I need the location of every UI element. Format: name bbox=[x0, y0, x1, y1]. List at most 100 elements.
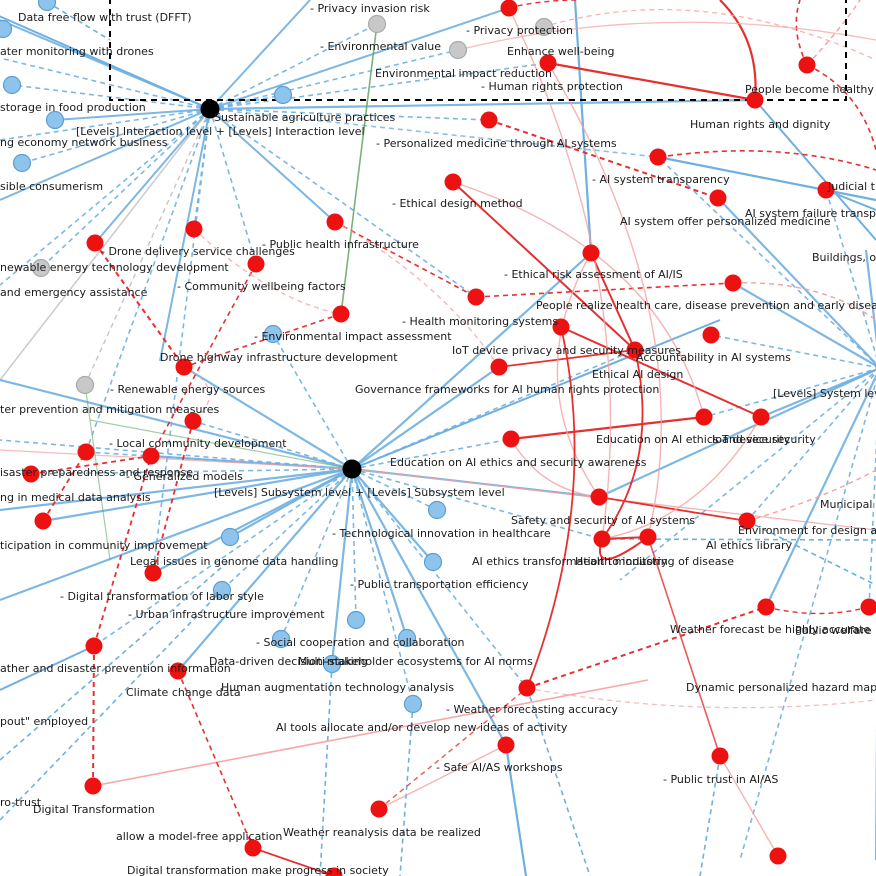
red-node[interactable] bbox=[518, 679, 536, 697]
node-label: - Urban infrastructure improvement bbox=[128, 608, 325, 621]
edge bbox=[510, 415, 705, 441]
edge bbox=[84, 108, 211, 386]
red-node[interactable] bbox=[502, 430, 520, 448]
red-node[interactable] bbox=[552, 318, 570, 336]
red-node[interactable] bbox=[752, 408, 770, 426]
edge bbox=[732, 282, 876, 367]
red-node[interactable] bbox=[142, 447, 160, 465]
red-node[interactable] bbox=[185, 220, 203, 238]
red-node[interactable] bbox=[244, 839, 262, 857]
red-node[interactable] bbox=[332, 305, 350, 323]
red-node[interactable] bbox=[22, 465, 40, 483]
red-node[interactable] bbox=[86, 234, 104, 252]
blue-node[interactable] bbox=[2, 75, 22, 95]
red-node[interactable] bbox=[467, 288, 485, 306]
red-node[interactable] bbox=[746, 91, 764, 109]
edge bbox=[350, 468, 409, 639]
red-node[interactable] bbox=[444, 173, 462, 191]
blue-node[interactable] bbox=[212, 580, 232, 600]
edge bbox=[209, 7, 510, 110]
edge bbox=[795, 0, 808, 66]
edge bbox=[209, 62, 549, 110]
blue-node[interactable] bbox=[403, 694, 423, 714]
red-node[interactable] bbox=[817, 181, 835, 199]
red-node[interactable] bbox=[702, 326, 720, 344]
edge bbox=[209, 108, 490, 121]
gray-node[interactable] bbox=[367, 14, 387, 34]
red-node[interactable] bbox=[798, 56, 816, 74]
edge bbox=[746, 520, 876, 586]
edge bbox=[526, 606, 767, 689]
gray-node[interactable] bbox=[31, 258, 51, 278]
red-node[interactable] bbox=[582, 244, 600, 262]
red-node[interactable] bbox=[184, 412, 202, 430]
red-node[interactable] bbox=[500, 0, 518, 17]
gray-node[interactable] bbox=[448, 40, 468, 60]
red-node[interactable] bbox=[247, 255, 265, 273]
node-label: - Human rights protection bbox=[481, 80, 623, 93]
red-node[interactable] bbox=[757, 598, 775, 616]
red-node[interactable] bbox=[649, 148, 667, 166]
node-label: - Privacy invasion risk bbox=[310, 2, 430, 15]
edge bbox=[598, 368, 876, 498]
blue-node[interactable] bbox=[423, 552, 443, 572]
red-node[interactable] bbox=[639, 528, 657, 546]
blue-node[interactable] bbox=[427, 500, 447, 520]
edge bbox=[868, 437, 876, 608]
node-label: - AI system transparency bbox=[592, 173, 730, 186]
red-node[interactable] bbox=[695, 408, 713, 426]
blue-node[interactable] bbox=[220, 527, 240, 547]
hub-node[interactable] bbox=[200, 99, 220, 119]
red-node[interactable] bbox=[490, 358, 508, 376]
red-node[interactable] bbox=[593, 530, 611, 548]
blue-node[interactable] bbox=[12, 153, 32, 173]
red-node[interactable] bbox=[85, 637, 103, 655]
blue-node[interactable] bbox=[273, 85, 293, 105]
edge bbox=[193, 228, 342, 315]
red-node[interactable] bbox=[724, 274, 742, 292]
node-label: Sustainable agriculture practices bbox=[214, 111, 395, 124]
edge bbox=[746, 469, 876, 522]
edge bbox=[30, 455, 152, 475]
red-node[interactable] bbox=[175, 358, 193, 376]
edge bbox=[526, 687, 591, 876]
red-node[interactable] bbox=[325, 867, 343, 876]
gray-node[interactable] bbox=[75, 375, 95, 395]
red-node[interactable] bbox=[169, 662, 187, 680]
blue-node[interactable] bbox=[397, 628, 417, 648]
node-label: Enhance well-being bbox=[507, 45, 615, 58]
red-node[interactable] bbox=[497, 736, 515, 754]
red-node[interactable] bbox=[769, 847, 787, 865]
node-label: Health monitoring of disease bbox=[575, 555, 734, 568]
edge bbox=[508, 7, 612, 540]
red-node[interactable] bbox=[590, 488, 608, 506]
red-node[interactable] bbox=[370, 800, 388, 818]
edge bbox=[159, 108, 211, 362]
red-node[interactable] bbox=[711, 747, 729, 765]
red-node[interactable] bbox=[626, 341, 644, 359]
blue-node[interactable] bbox=[322, 654, 342, 674]
blue-node[interactable] bbox=[45, 110, 65, 130]
red-node[interactable] bbox=[77, 443, 95, 461]
edge bbox=[510, 438, 600, 498]
blue-node[interactable] bbox=[346, 610, 366, 630]
red-node[interactable] bbox=[144, 564, 162, 582]
blue-node[interactable] bbox=[263, 324, 283, 344]
red-node[interactable] bbox=[860, 598, 876, 616]
node-label: AI ethics library bbox=[706, 539, 793, 552]
hub-node[interactable] bbox=[342, 459, 362, 479]
edge bbox=[42, 451, 87, 522]
blue-node[interactable] bbox=[0, 19, 13, 39]
red-node[interactable] bbox=[326, 213, 344, 231]
red-node[interactable] bbox=[709, 189, 727, 207]
red-node[interactable] bbox=[738, 512, 756, 530]
blue-node[interactable] bbox=[271, 629, 291, 649]
red-node[interactable] bbox=[539, 54, 557, 72]
red-node[interactable] bbox=[84, 777, 102, 795]
edge bbox=[526, 687, 876, 709]
blue-node[interactable] bbox=[37, 0, 57, 12]
red-node[interactable] bbox=[34, 512, 52, 530]
red-node[interactable] bbox=[480, 111, 498, 129]
gray-node[interactable] bbox=[534, 17, 554, 37]
